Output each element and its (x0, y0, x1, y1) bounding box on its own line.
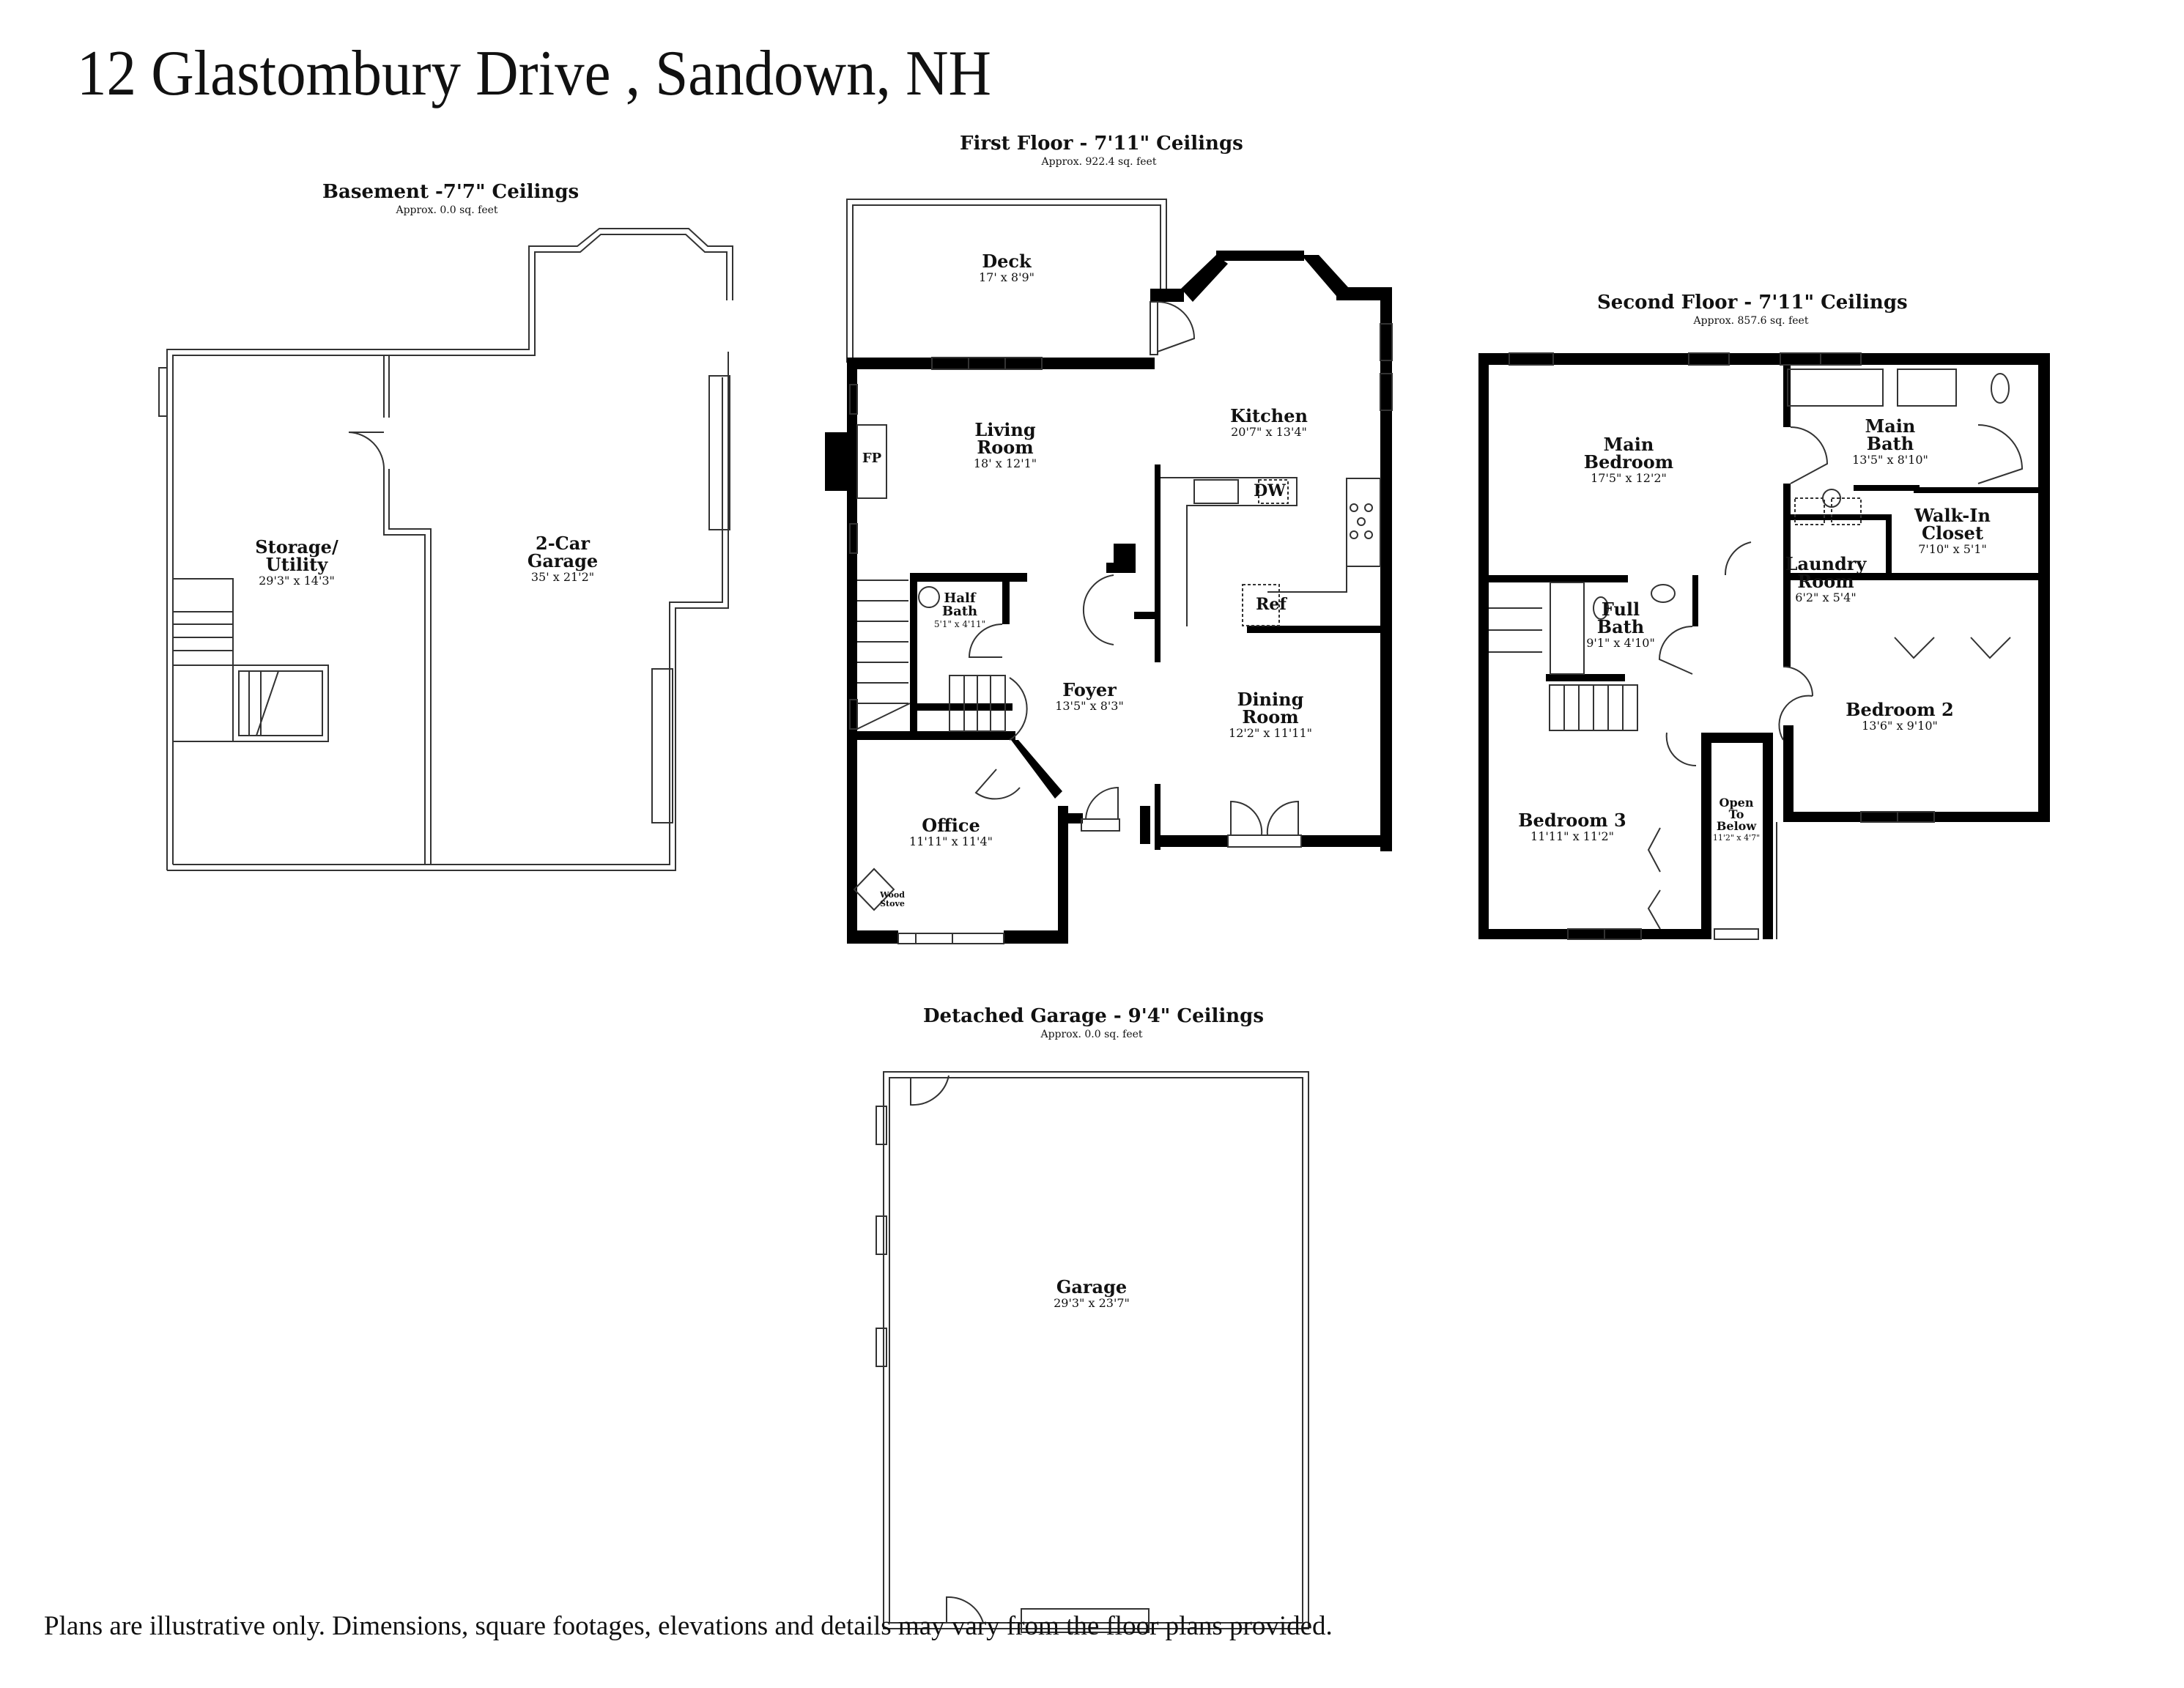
room-dimensions: 17' x 8'9" (978, 270, 1035, 284)
first-floor-area-label: Approx. 922.4 sq. feet (1041, 156, 1157, 168)
room-dimensions: 9'1" x 4'10" (1586, 636, 1655, 650)
room-name: Room (977, 437, 1034, 458)
room-name: Below (1716, 819, 1757, 833)
room-name: Bedroom 3 (1518, 810, 1626, 831)
basement-plan (158, 228, 733, 871)
room-dining-room: Dining Room 12'2" x 11'11" (1229, 691, 1312, 739)
room-name: Closet (1921, 522, 1984, 544)
room-dimensions: 12'2" x 11'11" (1229, 726, 1312, 740)
room-name: Bath (1596, 616, 1645, 637)
room-name: Laundry (1785, 553, 1867, 574)
room-dimensions: 13'5" x 8'3" (1055, 699, 1124, 713)
room-dimensions: 7'10" x 5'1" (1918, 542, 1987, 556)
room-name: Garage (1056, 1276, 1128, 1298)
room-name: Bedroom 2 (1846, 699, 1954, 720)
basement-ceiling-label: Basement -7'7" Ceilings (322, 181, 580, 203)
room-2-car-garage: 2-Car Garage 35' x 21'2" (528, 535, 598, 583)
room-storage-utility: Storage/ Utility 29'3" x 14'3" (255, 538, 338, 587)
detached-garage-ceiling-label: Detached Garage - 9'4" Ceilings (923, 1005, 1264, 1027)
second-floor-area-label: Approx. 857.6 sq. feet (1693, 315, 1809, 327)
basement-heading: Basement -7'7" Ceilings Approx. 0.0 sq. … (322, 181, 580, 216)
disclaimer-text: Plans are illustrative only. Dimensions,… (44, 1611, 1333, 1641)
wood-stove-label: Wood Stove (880, 890, 905, 909)
first-floor-ceiling-label: First Floor - 7'11" Ceilings (960, 133, 1243, 155)
room-open-to-below: Open To Below 11'2" x 4'7" (1712, 796, 1761, 843)
second-floor-plan (1478, 352, 2050, 940)
property-address-title: 12 Glastombury Drive , Sandown, NH (77, 38, 992, 109)
room-full-bath: Full Bath 9'1" x 4'10" (1586, 601, 1655, 649)
wood-stove-label-line1: Wood (880, 890, 905, 900)
wood-stove-label-line2: Stove (880, 899, 905, 909)
room-name: To (1728, 807, 1744, 821)
room-living-room: Living Room 18' x 12'1" (974, 421, 1037, 470)
room-name: Bath (941, 604, 978, 619)
room-dimensions: 11'11" x 11'4" (909, 834, 993, 848)
room-dimensions: 35' x 21'2" (530, 570, 595, 584)
room-name: Bath (1866, 433, 1914, 454)
room-dimensions: 11'2" x 4'7" (1712, 833, 1761, 843)
room-name: Bedroom (1583, 451, 1674, 473)
second-floor-ceiling-label: Second Floor - 7'11" Ceilings (1597, 292, 1908, 314)
room-bedroom-2: Bedroom 2 13'6" x 9'10" (1846, 701, 1953, 732)
room-kitchen: Kitchen 20'7" x 13'4" (1230, 407, 1308, 438)
basement-area-label: Approx. 0.0 sq. feet (396, 204, 498, 216)
room-dimensions: 13'6" x 9'10" (1862, 719, 1938, 733)
room-name: Living (974, 419, 1036, 440)
first-floor-heading: First Floor - 7'11" Ceilings Approx. 922… (960, 133, 1243, 168)
room-name: Dining (1237, 689, 1304, 710)
room-name: Half (944, 591, 976, 606)
room-office: Office 11'11" x 11'4" (909, 817, 993, 848)
room-name: Office (922, 815, 980, 836)
room-name: Room (1797, 571, 1854, 592)
room-name: Main (1865, 415, 1916, 437)
room-half-bath: Half Bath 5'1" x 4'11" (934, 592, 985, 629)
room-detached-garage: Garage 29'3" x 23'7" (1054, 1278, 1130, 1309)
second-floor-heading: Second Floor - 7'11" Ceilings Approx. 85… (1597, 292, 1908, 327)
room-name: 2-Car (536, 533, 590, 554)
room-name: Room (1242, 706, 1299, 728)
room-name: Open (1719, 796, 1754, 810)
room-name: Storage/ (255, 536, 338, 558)
dishwasher-label: DW (1254, 481, 1286, 500)
room-walk-in-closet: Walk-In Closet 7'10" x 5'1" (1914, 507, 1991, 555)
room-dimensions: 13'5" x 8'10" (1852, 453, 1928, 467)
room-name: Garage (527, 550, 599, 571)
room-dimensions: 5'1" x 4'11" (933, 619, 986, 629)
room-main-bath: Main Bath 13'5" x 8'10" (1852, 418, 1928, 466)
room-foyer: Foyer 13'5" x 8'3" (1055, 681, 1124, 712)
room-bedroom-3: Bedroom 3 11'11" x 11'2" (1518, 812, 1626, 843)
room-dimensions: 20'7" x 13'4" (1231, 425, 1307, 439)
room-name: Full (1601, 599, 1640, 620)
detached-garage-heading: Detached Garage - 9'4" Ceilings Approx. … (923, 1005, 1264, 1040)
room-dimensions: 17'5" x 12'2" (1591, 471, 1667, 485)
detached-garage-plan (876, 1071, 1309, 1633)
room-name: Deck (982, 251, 1032, 272)
refrigerator-label: Ref (1256, 595, 1287, 614)
room-main-bedroom: Main Bedroom 17'5" x 12'2" (1584, 436, 1673, 484)
room-name: Main (1603, 434, 1654, 455)
room-name: Kitchen (1230, 405, 1308, 426)
detached-garage-area-label: Approx. 0.0 sq. feet (1040, 1029, 1143, 1040)
room-name: Walk-In (1914, 505, 1991, 526)
room-dimensions: 29'3" x 14'3" (259, 574, 335, 588)
room-name: Utility (265, 554, 328, 575)
room-dimensions: 29'3" x 23'7" (1054, 1296, 1130, 1310)
room-name: Foyer (1062, 679, 1117, 700)
first-floor-plan (825, 199, 1393, 944)
room-dimensions: 18' x 12'1" (973, 456, 1037, 470)
room-deck: Deck 17' x 8'9" (979, 253, 1034, 284)
room-dimensions: 6'2" x 5'4" (1795, 591, 1857, 604)
room-dimensions: 11'11" x 11'2" (1530, 829, 1614, 843)
fireplace-label: FP (862, 451, 882, 466)
room-laundry: Laundry Room 6'2" x 5'4" (1785, 555, 1867, 604)
